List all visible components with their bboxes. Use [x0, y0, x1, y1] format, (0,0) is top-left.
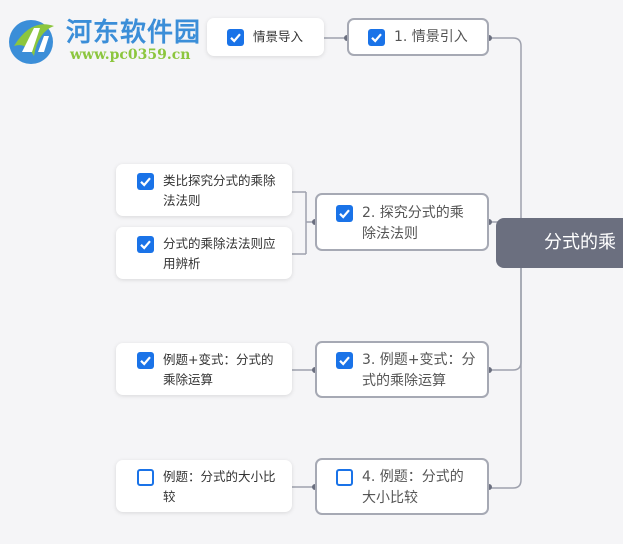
checkbox-unchecked-icon[interactable]	[137, 469, 154, 486]
connector-b2-leaves	[292, 191, 315, 255]
connector-root-b4	[489, 242, 522, 489]
root-node[interactable]: 分式的乘	[496, 218, 623, 268]
branch-node-2[interactable]: 2. 探究分式的乘除法法则	[315, 193, 489, 251]
checkbox-checked-icon[interactable]	[336, 352, 353, 369]
branch-label: 4. 例题：分式的大小比较	[362, 469, 464, 506]
leaf-label: 类比探究分式的乘除法法则	[163, 173, 276, 208]
leaf-node-3[interactable]: 分式的乘除法法则应用辨析	[116, 227, 292, 279]
watermark-logo: 河东软件园 www.pc0359.cn	[4, 10, 204, 72]
checkbox-checked-icon[interactable]	[336, 205, 353, 222]
branch-label: 1. 情景引入	[394, 28, 468, 45]
leaf-node-2[interactable]: 类比探究分式的乘除法法则	[116, 164, 292, 216]
leaf-node-1[interactable]: 情景导入	[207, 18, 324, 56]
leaf-node-5[interactable]: 例题：分式的大小比较	[116, 460, 292, 512]
leaf-label: 例题+变式：分式的乘除运算	[163, 352, 274, 387]
checkbox-checked-icon[interactable]	[137, 236, 154, 253]
leaf-label: 例题：分式的大小比较	[163, 469, 276, 504]
branch-node-4[interactable]: 4. 例题：分式的大小比较	[315, 458, 489, 515]
checkbox-unchecked-icon[interactable]	[336, 469, 353, 486]
branch-node-3[interactable]: 3. 例题+变式：分式的乘除运算	[315, 341, 489, 398]
leaf-label: 情景导入	[253, 29, 304, 44]
branch-node-1[interactable]: 1. 情景引入	[347, 18, 489, 56]
logo-icon	[9, 20, 54, 64]
checkbox-checked-icon[interactable]	[368, 28, 385, 46]
branch-label: 2. 探究分式的乘除法法则	[362, 205, 464, 242]
leaf-label: 分式的乘除法法则应用辨析	[163, 236, 276, 271]
leaf-node-4[interactable]: 例题+变式：分式的乘除运算	[116, 343, 292, 395]
checkbox-checked-icon[interactable]	[137, 352, 154, 369]
checkbox-checked-icon[interactable]	[137, 173, 154, 190]
root-label: 分式的乘	[544, 232, 616, 253]
checkbox-checked-icon[interactable]	[227, 28, 244, 46]
watermark-url: www.pc0359.cn	[70, 47, 191, 63]
branch-label: 3. 例题+变式：分式的乘除运算	[362, 352, 476, 389]
watermark-title: 河东软件园	[66, 18, 202, 48]
connector-root-b1	[489, 37, 522, 244]
